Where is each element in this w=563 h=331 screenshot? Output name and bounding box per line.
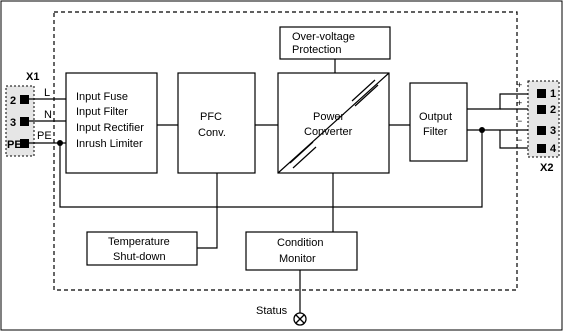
condition-text: Condition [277, 237, 323, 249]
x2-terminal-2 [537, 105, 546, 114]
temperature-text: Temperature [108, 236, 170, 248]
converter-dc-mark-2 [354, 84, 379, 107]
output-text: Output [419, 111, 452, 123]
x1-pin-2: 2 [10, 95, 16, 107]
input-filter-block: Input Fuse Input Filter Input Rectifier … [65, 72, 158, 174]
x1-pin-3: 3 [10, 117, 16, 129]
overvoltage-protection-block: Over-voltage Protection [279, 26, 391, 60]
input-filter-text: Input Filter [76, 106, 128, 118]
polarity-3: − [517, 116, 522, 126]
input-fuse-text: Input Fuse [76, 91, 128, 103]
x1-pin-pe: PE [7, 139, 22, 151]
pe-junction-dot [57, 140, 63, 146]
enclosure-boundary [53, 11, 518, 291]
x1-label: X1 [26, 71, 39, 83]
x2-pin-1: 1 [550, 88, 556, 100]
signal-n-label: N [44, 109, 52, 121]
input-rectifier-text: Input Rectifier [76, 122, 144, 134]
output-junction-dot [479, 127, 485, 133]
polarity-1: + [517, 80, 522, 90]
protection-text: Protection [292, 44, 342, 56]
converter-ac-mark-2 [292, 146, 317, 169]
pfc-text: PFC [200, 111, 222, 123]
signal-l-label: L [44, 87, 50, 99]
converter-dc-mark-1 [351, 79, 376, 102]
x2-pin-4: 4 [550, 143, 557, 155]
x1-terminal-3 [20, 139, 29, 148]
converter-text: Converter [304, 126, 353, 138]
x2-terminal-3 [537, 126, 546, 135]
pfc-converter-block: PFC Conv. [177, 72, 256, 174]
x1-terminal-1 [20, 95, 29, 104]
pfc-conv-text: Conv. [198, 127, 226, 139]
x1-terminal-2 [20, 117, 29, 126]
x2-terminal-4 [537, 144, 546, 153]
output-connector-x2: 1 2 3 4 X2 [527, 80, 560, 174]
shutdown-text: Shut-down [113, 251, 166, 263]
x2-pin-2: 2 [550, 104, 556, 116]
monitor-text: Monitor [279, 253, 316, 265]
signal-pe-label: PE [37, 130, 52, 142]
inrush-limiter-text: Inrush Limiter [76, 138, 143, 150]
polarity-2: + [517, 98, 522, 108]
x2-terminal-1 [537, 89, 546, 98]
filter-text: Filter [423, 126, 448, 138]
overvoltage-text: Over-voltage [292, 31, 355, 43]
converter-ac-mark-1 [289, 141, 314, 164]
x2-label: X2 [540, 162, 553, 174]
status-label: Status [256, 305, 288, 317]
x2-pin-3: 3 [550, 125, 556, 137]
output-filter-block: Output Filter [409, 82, 468, 162]
condition-monitor-block: Condition Monitor [245, 231, 358, 271]
polarity-4: − [517, 135, 522, 145]
status-led-icon [293, 312, 307, 326]
wire-temperature-to-pfc [197, 173, 218, 249]
temperature-shutdown-block: Temperature Shut-down [86, 231, 198, 266]
power-text: Power [313, 111, 345, 123]
power-converter-block: Power Converter [277, 72, 390, 174]
